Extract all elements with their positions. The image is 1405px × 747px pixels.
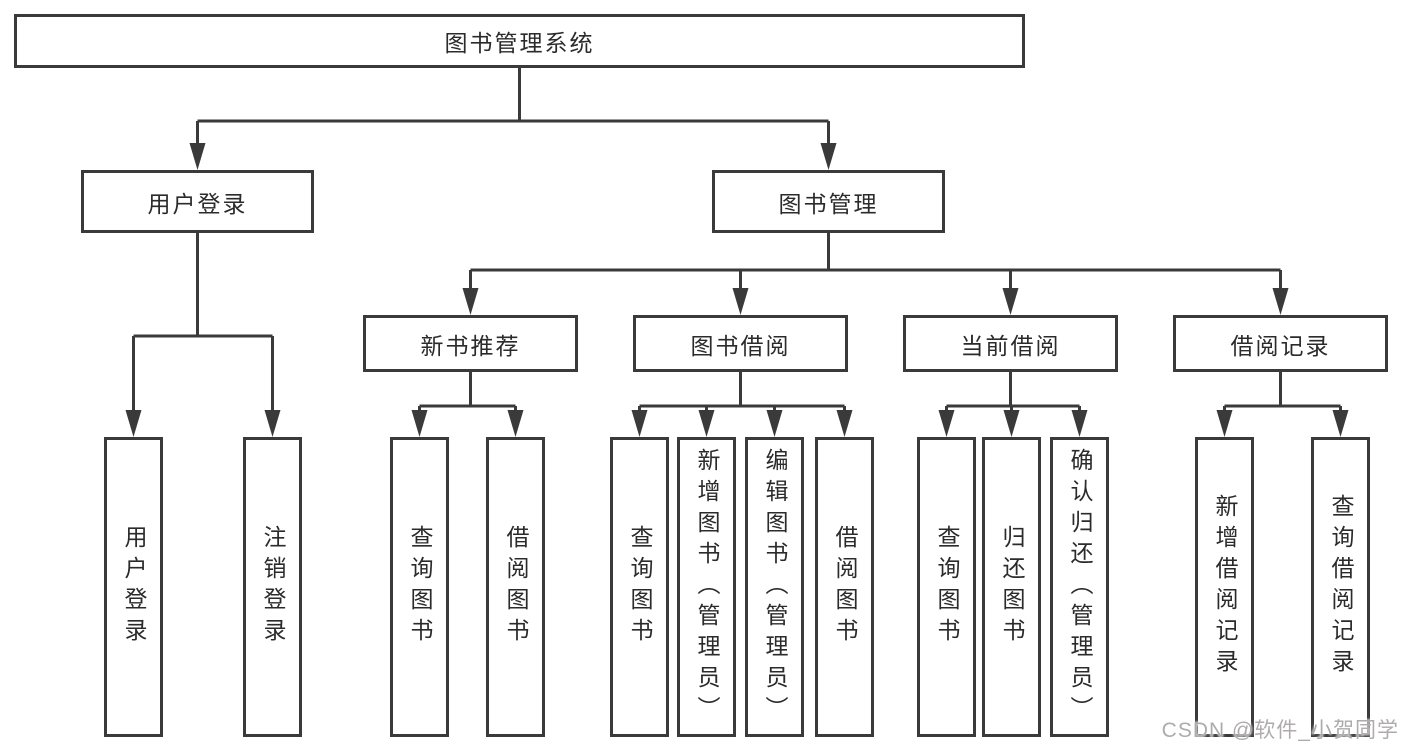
connector-userlogin-to-leaves xyxy=(132,233,274,412)
leaf-borrow-books: 借阅图书 xyxy=(815,437,874,737)
connector-bookmgmt-to-level3 xyxy=(469,233,1282,290)
node-label: 借阅图书 xyxy=(503,525,529,649)
leaf-user-login: 用户登录 xyxy=(104,437,163,737)
arrowhead xyxy=(820,143,837,170)
arrowhead xyxy=(462,288,479,315)
node-label: 注销登录 xyxy=(260,525,286,649)
node-current-borrowing: 当前借阅 xyxy=(903,315,1118,372)
arrowhead xyxy=(125,410,142,437)
arrowhead xyxy=(631,410,648,437)
node-label: 图书借阅 xyxy=(690,332,791,359)
node-borrowing-records: 借阅记录 xyxy=(1173,315,1388,372)
node-label: 图书管理系统 xyxy=(444,30,595,56)
connector-records-to-leaves xyxy=(1223,372,1342,412)
leaf-add-books-admin: 新增图书（管理员） xyxy=(677,437,736,737)
node-label: 确认归还（管理员） xyxy=(1067,447,1093,727)
arrowhead xyxy=(1003,410,1020,437)
csdn-watermark: CSDN @软件_小贺同学 xyxy=(1161,719,1399,742)
arrowhead xyxy=(411,410,428,437)
arrowhead xyxy=(1332,410,1349,437)
node-label: 新增借阅记录 xyxy=(1212,494,1238,680)
leaf-edit-books-admin: 编辑图书（管理员） xyxy=(745,437,804,737)
arrowhead xyxy=(507,410,524,437)
arrowhead xyxy=(1071,410,1088,437)
node-label: 查询图书 xyxy=(934,525,960,649)
leaf-query-books-current: 查询图书 xyxy=(917,437,976,737)
node-library-management-system: 图书管理系统 xyxy=(14,14,1025,68)
arrowhead xyxy=(1216,410,1233,437)
leaf-logout: 注销登录 xyxy=(243,437,302,737)
leaf-return-books: 归还图书 xyxy=(982,437,1041,737)
arrowhead xyxy=(1002,288,1019,315)
leaf-borrow-books-recommend: 借阅图书 xyxy=(486,437,545,737)
arrowhead xyxy=(698,410,715,437)
leaf-query-books-recommend: 查询图书 xyxy=(390,437,449,737)
node-label: 新书推荐 xyxy=(420,332,521,359)
node-label: 用户登录 xyxy=(121,525,147,649)
node-label: 当前借阅 xyxy=(960,332,1061,359)
leaf-confirm-return-admin: 确认归还（管理员） xyxy=(1050,437,1109,737)
node-label: 归还图书 xyxy=(999,525,1025,649)
node-label: 借阅图书 xyxy=(832,525,858,649)
node-book-management: 图书管理 xyxy=(712,170,945,233)
node-label: 编辑图书（管理员） xyxy=(762,447,788,727)
node-new-book-recommendation: 新书推荐 xyxy=(363,315,578,372)
node-label: 查询借阅记录 xyxy=(1328,494,1354,680)
node-label: 借阅记录 xyxy=(1230,332,1331,359)
arrowhead xyxy=(1272,288,1289,315)
connector-root-to-level2 xyxy=(196,68,830,145)
leaf-query-books-borrow: 查询图书 xyxy=(610,437,669,737)
connector-newbook-to-leaves xyxy=(418,372,517,412)
node-label: 查询图书 xyxy=(627,525,653,649)
node-label: 用户登录 xyxy=(147,190,248,217)
arrowhead xyxy=(189,143,206,170)
arrowhead xyxy=(836,410,853,437)
node-label: 新增图书（管理员） xyxy=(694,447,720,727)
node-label: 图书管理 xyxy=(778,190,879,217)
arrowhead xyxy=(264,410,281,437)
node-user-login: 用户登录 xyxy=(81,170,314,233)
arrowhead xyxy=(766,410,783,437)
arrowhead xyxy=(938,410,955,437)
connector-borrow-to-leaves xyxy=(638,372,846,412)
leaf-query-borrow-record: 查询借阅记录 xyxy=(1311,437,1370,737)
node-book-borrowing: 图书借阅 xyxy=(633,315,848,372)
leaf-add-borrow-record: 新增借阅记录 xyxy=(1195,437,1254,737)
connector-current-to-leaves xyxy=(945,372,1081,412)
arrowhead xyxy=(732,288,749,315)
node-label: 查询图书 xyxy=(407,525,433,649)
